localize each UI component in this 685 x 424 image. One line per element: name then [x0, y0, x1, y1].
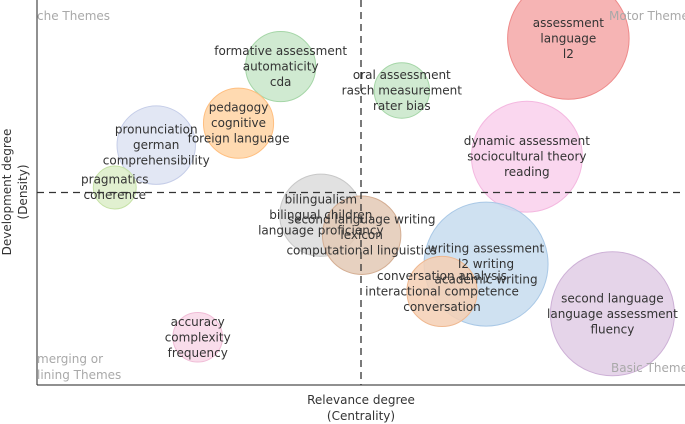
x-axis-title-line1: Relevance degree — [307, 393, 415, 407]
bubble-9-label-2: academic writing — [435, 273, 538, 287]
x-axis-title-line2: (Centrality) — [327, 409, 395, 423]
bubble-6-label-2: reading — [504, 165, 550, 179]
bubble-10-label-2: conversation — [403, 300, 481, 314]
bubble-3-label-2: comprehensibility — [103, 154, 210, 168]
bubble-7-label-1: bilingual children — [269, 208, 372, 222]
bubble-10-label-0: conversation analysis — [377, 269, 507, 283]
bubble-11-label-0: second language — [561, 291, 663, 305]
y-axis-title-line1: Development degree — [0, 129, 14, 256]
bubble-9-label-1: l2 writing — [458, 257, 514, 271]
bubble-4 — [92, 165, 137, 210]
bubble-0-label-1: automaticity — [243, 60, 319, 74]
bubble-1-label-0: oral assessment — [353, 68, 451, 82]
quadrant-label-bottom-left-line2: lining Themes — [37, 368, 121, 382]
quadrant-label-top-right: Motor Theme — [609, 9, 685, 23]
bubble-3 — [116, 105, 196, 185]
y-axis-title-line2: (Density) — [16, 165, 30, 220]
bubble-12-label-0: accuracy — [171, 315, 225, 329]
bubble-2-label-0: pedagogy — [209, 101, 269, 115]
bubble-0-label-0: formative assessment — [214, 44, 347, 58]
bubble-1-label-2: rater bias — [373, 99, 431, 113]
bubble-2-label-1: cognitive — [211, 116, 266, 130]
bubble-2 — [202, 87, 275, 159]
bubble-4-label-1: coherence — [83, 188, 146, 202]
bubble-5-label-1: language — [540, 32, 596, 46]
bubble-6-label-0: dynamic assessment — [464, 134, 591, 148]
bubble-12-label-1: complexity — [165, 330, 231, 344]
bubble-8-label-1: lexicon — [340, 228, 383, 242]
bubble-2-label-2: foreign language — [188, 132, 290, 146]
quadrant-label-bottom-left-line1: merging or — [37, 352, 103, 366]
bubble-0-label-2: cda — [270, 75, 292, 89]
bubble-0 — [245, 31, 317, 103]
bubble-12-label-2: frequency — [168, 346, 228, 360]
bubble-8-label-2: computational linguistics — [286, 244, 436, 258]
bubble-10 — [406, 255, 478, 328]
bubble-5-label-0: assessment — [533, 16, 604, 30]
bubble-11 — [549, 251, 675, 377]
bubble-8-label-0: second language writing — [288, 213, 436, 227]
bubble-6 — [470, 100, 583, 213]
bubble-11-label-2: fluency — [590, 322, 634, 336]
bubble-11-label-1: language assessment — [547, 307, 678, 321]
bubble-10-label-1: interactional competence — [365, 284, 519, 298]
bubble-3-label-1: german — [133, 138, 179, 152]
bubble-5 — [507, 0, 630, 100]
bubble-7-label-2: language proficiency — [258, 224, 384, 238]
bubble-3-label-0: pronunciation — [115, 123, 198, 137]
plot-frame — [36, 0, 685, 386]
quadrant-label-bottom-right: Basic Theme — [611, 361, 685, 375]
bubble-6-label-1: sociocultural theory — [467, 150, 586, 164]
bubble-1-label-1: rasch measurement — [342, 83, 463, 97]
bubble-5-label-2: l2 — [563, 47, 574, 61]
bubble-4-label-0: pragmatics — [81, 173, 148, 187]
bubble-1 — [373, 62, 431, 119]
bubble-9-label-0: writing assessment — [428, 242, 545, 256]
quadrant-label-top-left: che Themes — [37, 9, 110, 23]
bubble-12 — [172, 311, 224, 363]
bubble-7-label-0: bilingualism — [285, 193, 357, 207]
bubble-layer — [92, 0, 675, 377]
